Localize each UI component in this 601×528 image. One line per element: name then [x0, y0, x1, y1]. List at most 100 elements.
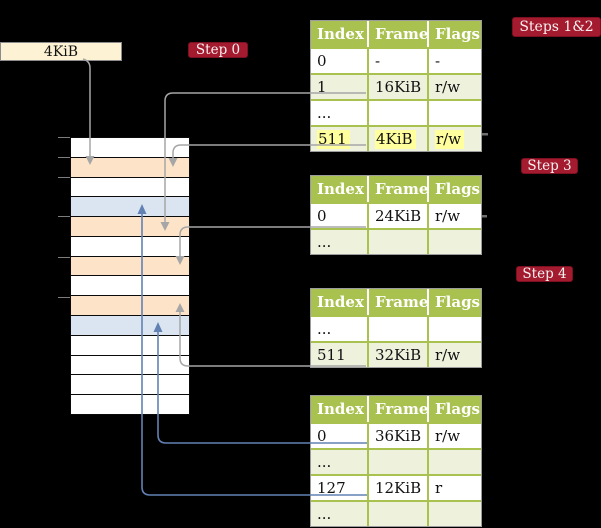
- cell-frame: [367, 500, 427, 526]
- column-header-index: Index: [311, 21, 367, 47]
- address-tick: [58, 177, 70, 178]
- table-row: 1 16KiB r/w: [311, 73, 481, 99]
- memory-frame-row: [71, 355, 189, 376]
- memory-frame-row: [71, 256, 189, 277]
- cell-frame: 36KiB: [367, 422, 427, 448]
- cell-frame: 4KiB: [367, 125, 427, 151]
- address-tick: [58, 297, 70, 298]
- table-row: ...: [311, 228, 481, 254]
- cell-flags: r/w: [427, 202, 481, 228]
- column-header-flags: Flags: [427, 176, 481, 202]
- table-row: 511 32KiB r/w: [311, 341, 481, 367]
- column-header-index: Index: [311, 289, 367, 315]
- memory-frame-row: [71, 375, 189, 396]
- cell-flags: r: [427, 474, 481, 500]
- cell-index: ...: [311, 448, 367, 474]
- cell-index: 511: [311, 125, 367, 151]
- step-3-badge: Step 3: [521, 158, 578, 174]
- cell-frame: 12KiB: [367, 474, 427, 500]
- memory-frame-row: [71, 177, 189, 198]
- column-header-flags: Flags: [427, 396, 481, 422]
- memory-frame-row: [71, 395, 189, 414]
- address-tick: [58, 157, 70, 158]
- cell-flags: [427, 99, 481, 125]
- table-row: ...: [311, 99, 481, 125]
- page-table-steps-1-2: Index Frame Flags 0 - - 1 16KiB r/w ...: [310, 20, 482, 152]
- table-row: 0 - -: [311, 47, 481, 73]
- cell-frame: 24KiB: [367, 202, 427, 228]
- cell-flags: [427, 228, 481, 254]
- cell-index: 0: [311, 47, 367, 73]
- table-header-row: Index Frame Flags: [311, 21, 481, 47]
- memory-frame-row: [71, 197, 189, 218]
- cropped-connector-mark: [482, 133, 488, 136]
- cell-frame: 16KiB: [367, 73, 427, 99]
- cell-index: 0: [311, 202, 367, 228]
- cell-index: ...: [311, 228, 367, 254]
- cell-index: 511: [311, 341, 367, 367]
- column-header-frame: Frame: [367, 176, 428, 202]
- cell-index: ...: [311, 99, 367, 125]
- cell-flags: r/w: [427, 125, 481, 151]
- highlighted-value: r/w: [435, 129, 465, 149]
- root-frame-box: 4KiB: [0, 42, 122, 61]
- page-table-step-3: Index Frame Flags 0 24KiB r/w ...: [310, 175, 482, 255]
- highlighted-value: 511: [317, 129, 350, 149]
- column-header-frame: Frame: [367, 396, 428, 422]
- cell-flags: r/w: [427, 422, 481, 448]
- column-header-flags: Flags: [427, 21, 481, 47]
- table-row: ...: [311, 315, 481, 341]
- address-tick: [58, 257, 70, 258]
- cell-flags: [427, 448, 481, 474]
- memory-frame-row: [71, 157, 189, 178]
- page-table-step-4: Index Frame Flags ... 511 32KiB r/w: [310, 288, 482, 368]
- table-row: 127 12KiB r: [311, 474, 481, 500]
- step-0-badge: Step 0: [188, 42, 248, 58]
- cropped-connector-mark: [482, 215, 487, 218]
- table-row: 0 36KiB r/w: [311, 422, 481, 448]
- table-row-highlighted: 511 4KiB r/w: [311, 125, 481, 151]
- root-frame-label: 4KiB: [43, 43, 79, 60]
- cell-flags: r/w: [427, 341, 481, 367]
- cell-flags: r/w: [427, 73, 481, 99]
- memory-frame-row: [71, 316, 189, 336]
- address-tick: [58, 216, 70, 217]
- memory-column: [70, 137, 190, 415]
- memory-frame-row: [71, 276, 189, 297]
- cell-frame: 32KiB: [367, 341, 427, 367]
- memory-frame-row: [71, 335, 189, 356]
- table-row: ...: [311, 448, 481, 474]
- steps-1-2-badge: Steps 1&2: [512, 17, 601, 37]
- table-header-row: Index Frame Flags: [311, 289, 481, 315]
- cell-index: 1: [311, 73, 367, 99]
- step-4-badge: Step 4: [516, 266, 573, 282]
- page-table-final-level: Index Frame Flags 0 36KiB r/w ... 127: [310, 395, 482, 527]
- memory-frame-row: [71, 236, 189, 257]
- cell-flags: -: [427, 47, 481, 73]
- cell-flags: [427, 315, 481, 341]
- cell-index: ...: [311, 500, 367, 526]
- highlighted-value: 4KiB: [375, 129, 416, 149]
- cell-frame: [367, 448, 427, 474]
- column-header-frame: Frame: [367, 21, 428, 47]
- cell-frame: [367, 315, 427, 341]
- column-header-index: Index: [311, 396, 367, 422]
- column-header-index: Index: [311, 176, 367, 202]
- address-tick: [58, 137, 70, 138]
- cell-index: 0: [311, 422, 367, 448]
- cell-index: 127: [311, 474, 367, 500]
- column-header-flags: Flags: [427, 289, 481, 315]
- memory-frame-row: [71, 217, 189, 237]
- cell-frame: [367, 99, 427, 125]
- cell-flags: [427, 500, 481, 526]
- table-row: ...: [311, 500, 481, 526]
- cell-frame: [367, 228, 427, 254]
- table-header-row: Index Frame Flags: [311, 176, 481, 202]
- table-header-row: Index Frame Flags: [311, 396, 481, 422]
- column-header-frame: Frame: [367, 289, 428, 315]
- table-row: 0 24KiB r/w: [311, 202, 481, 228]
- cell-index: ...: [311, 315, 367, 341]
- memory-frame-row: [71, 138, 189, 158]
- memory-frame-row: [71, 296, 189, 317]
